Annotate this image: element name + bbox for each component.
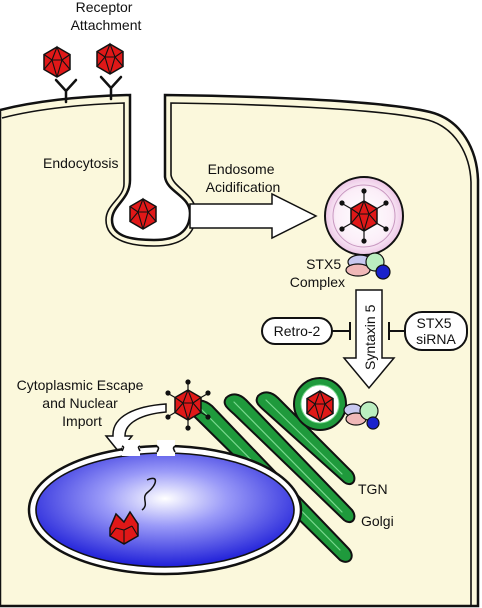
acidification-arrow: [189, 192, 318, 240]
inhibition-icon: [388, 322, 405, 340]
virus-icon: [96, 43, 124, 75]
escaping-virus: [165, 379, 211, 431]
receptor-icon: [54, 75, 123, 104]
stx5-sirna-label: STX5 siRNA: [416, 315, 456, 347]
syntaxin5-label: Syntaxin 5: [362, 304, 378, 370]
endocytosis-label: Endocytosis: [43, 155, 118, 171]
nucleus-icon: [27, 440, 303, 576]
protein-complex-icon: [343, 401, 380, 430]
golgi-label: Golgi: [361, 513, 394, 529]
stx5-complex-label: STX5 Complex: [290, 256, 345, 290]
syntaxin5-arrow: [342, 289, 396, 390]
retro2-label: Retro-2: [274, 323, 321, 339]
endosome-acidification-label: Endosome Acidification: [206, 161, 281, 195]
endosome-icon: [324, 176, 404, 256]
receptor-attachment-label: Receptor Attachment: [71, 0, 142, 33]
cytoplasmic-escape-label: Cytoplasmic Escape and Nuclear Import: [17, 377, 148, 429]
inhibition-icon: [332, 322, 351, 340]
protein-complex-icon: [345, 252, 391, 280]
virus-icon: [43, 46, 71, 78]
tgn-vesicle: [293, 377, 347, 431]
tgn-label: TGN: [358, 481, 388, 497]
virus-icon: [109, 510, 139, 545]
virus-icon: [129, 198, 157, 230]
